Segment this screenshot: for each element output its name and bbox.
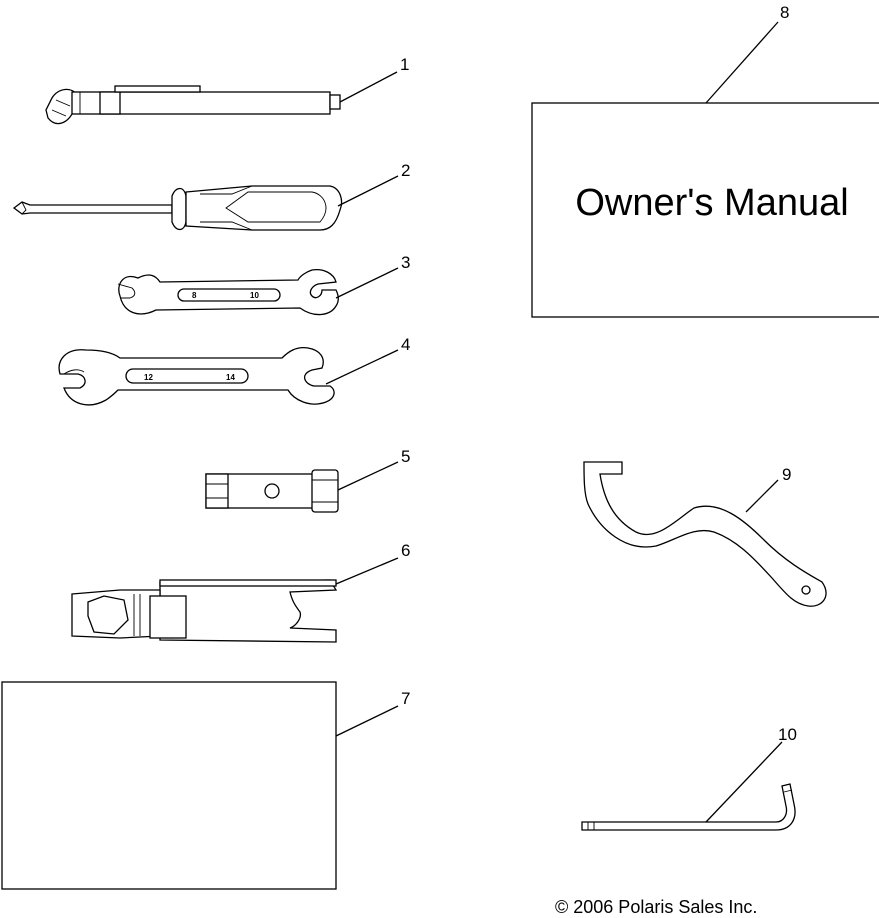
item-4-large-wrench: 12 14 — [58, 346, 335, 406]
item-2-screwdriver — [12, 185, 343, 231]
item-8-owners-manual: Owner's Manual — [531, 102, 879, 318]
callout-2: 2 — [401, 161, 410, 180]
item-1-extension-handle — [45, 85, 341, 125]
callout-1: 1 — [400, 55, 409, 74]
leader-line-6 — [335, 557, 399, 585]
leader-line-4 — [325, 349, 399, 385]
manual-title: Owner's Manual — [575, 182, 848, 224]
copyright-notice: © 2006 Polaris Sales Inc. — [555, 897, 757, 917]
item-9-spanner-wrench — [583, 461, 827, 607]
callout-9: 9 — [782, 465, 791, 484]
item-7-booklet — [1, 681, 337, 890]
item-5-spark-plug-socket — [205, 469, 339, 513]
leader-line-8 — [705, 21, 779, 104]
leader-line-10 — [705, 741, 783, 823]
wrench-size-14: 14 — [226, 373, 235, 382]
callout-5: 5 — [401, 447, 410, 466]
callout-4: 4 — [401, 335, 410, 354]
wrench-size-10: 10 — [250, 291, 259, 300]
wrench-size-8: 8 — [192, 291, 197, 300]
leader-line-5 — [337, 461, 399, 491]
item-3-small-wrench: 8 10 — [117, 268, 339, 316]
leader-line-2 — [337, 175, 399, 207]
callout-7: 7 — [401, 689, 410, 708]
item-10-hex-key — [581, 783, 796, 831]
callout-10: 10 — [778, 725, 797, 744]
leader-line-1 — [339, 71, 398, 103]
leader-line-3 — [335, 267, 399, 299]
item-6-plug-wrench-handle — [71, 579, 338, 643]
leader-line-7 — [335, 705, 399, 737]
wrench-size-12: 12 — [144, 373, 153, 382]
callout-3: 3 — [401, 253, 410, 272]
callout-8: 8 — [780, 3, 789, 22]
callout-6: 6 — [401, 541, 410, 560]
leader-line-9 — [745, 479, 779, 513]
